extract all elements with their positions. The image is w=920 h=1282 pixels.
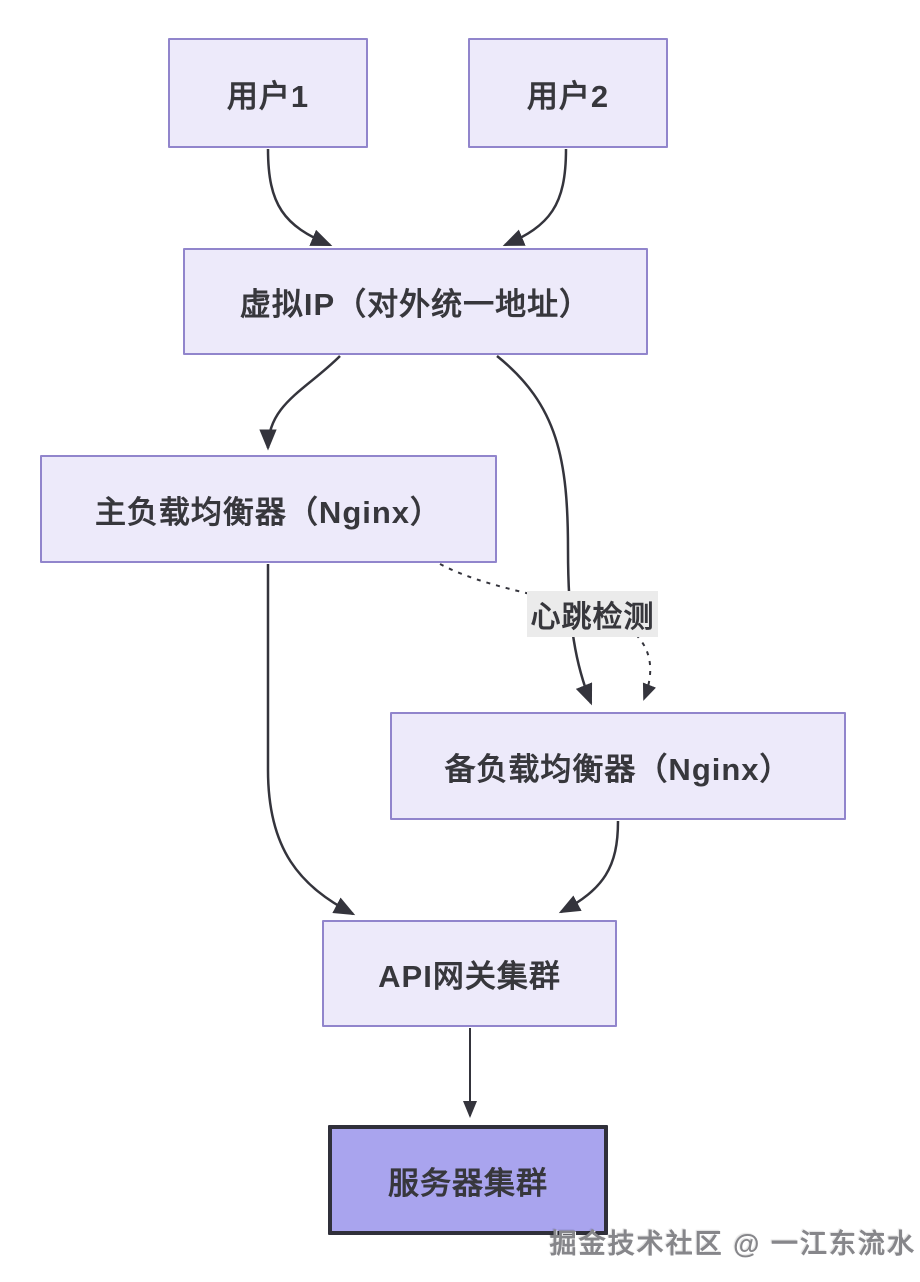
- node-primary-load-balancer: 主负载均衡器（Nginx）: [40, 455, 497, 563]
- edge-user1-vip: [266, 148, 333, 247]
- edge-backup-lb-api-gateway: [558, 820, 620, 914]
- node-backup-load-balancer: 备负载均衡器（Nginx）: [390, 712, 846, 820]
- edge-vip-primary-lb: [259, 355, 341, 451]
- edge-label-heartbeat: 心跳检测: [527, 591, 658, 637]
- edge-user2-vip: [502, 148, 568, 247]
- edge-heartbeat-dashed: [439, 563, 656, 701]
- watermark: 掘金技术社区 @ 一江东流水: [549, 1229, 916, 1259]
- node-virtual-ip: 虚拟IP（对外统一地址）: [183, 248, 648, 355]
- node-api-gateway-cluster: API网关集群: [322, 920, 617, 1027]
- edge-primary-lb-api-gateway: [266, 564, 356, 916]
- node-server-cluster: 服务器集群: [328, 1125, 608, 1235]
- node-user2: 用户2: [468, 38, 668, 148]
- edge-vip-backup-lb: [496, 355, 593, 706]
- node-user1: 用户1: [168, 38, 368, 148]
